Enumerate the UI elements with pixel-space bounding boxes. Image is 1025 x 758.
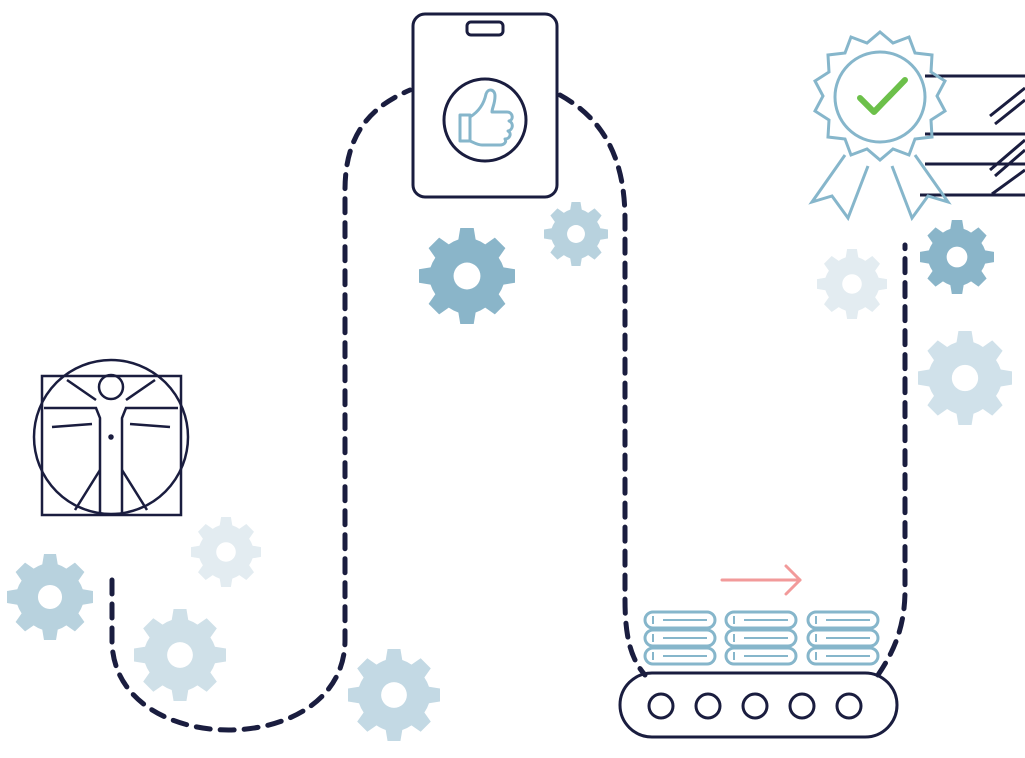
gear-icon: [419, 228, 515, 324]
phone-thumbs-up-icon: [413, 14, 557, 197]
thumbs-up-icon: [460, 90, 512, 145]
gear-icon: [134, 609, 226, 701]
award-badge-icon: [812, 32, 948, 218]
gear-icon: [817, 249, 887, 319]
arrow-right-icon: [722, 566, 800, 594]
stacked-papers-icon: [920, 76, 1025, 195]
paper-stack: [645, 612, 715, 664]
conveyor-belt-icon: [620, 612, 897, 737]
dashed-process-path-segment-2: [560, 95, 645, 675]
vitruvian-man-icon: [34, 360, 188, 515]
gear-icon: [544, 202, 608, 266]
paper-stack: [808, 612, 878, 664]
dashed-process-path-segment-3: [878, 245, 905, 675]
gear-icon: [7, 554, 93, 640]
paper-stack: [726, 612, 796, 664]
gear-icon: [920, 220, 994, 294]
gear-icon: [348, 649, 440, 741]
checkmark-icon: [860, 80, 905, 112]
gear-icon: [918, 331, 1012, 425]
gear-icon: [191, 517, 261, 587]
